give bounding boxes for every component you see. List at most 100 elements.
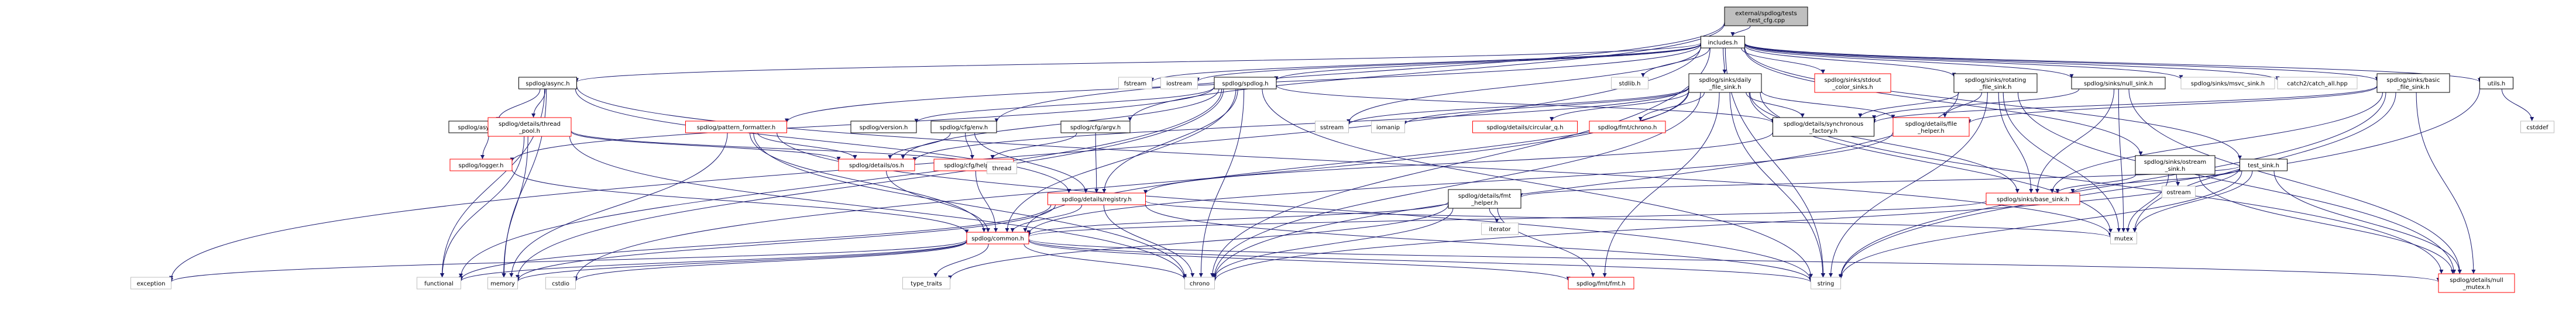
node-box [417, 277, 461, 290]
node-stdout-color-sinks[interactable]: spdlog/sinks/stdout_color_sinks.h [1814, 73, 1891, 93]
node-box [2071, 77, 2166, 90]
node-label: external/spdlog/tests [1735, 11, 1797, 17]
node-box [2162, 185, 2196, 198]
node-label: spdlog/fmt/fmt.h [1576, 281, 1626, 287]
node-utils[interactable]: utils.h [2479, 77, 2513, 90]
edge-utils-to-string [1839, 88, 2480, 279]
node-ostream: ostream [2162, 185, 2196, 198]
node-null-mutex[interactable]: spdlog/details/null_mutex.h [2438, 273, 2515, 293]
node-test-sink[interactable]: test_sink.h [2240, 159, 2288, 171]
node-box [1701, 36, 1745, 49]
node-box [2110, 232, 2137, 245]
edge-pattern-formatter-to-details-os [757, 132, 857, 160]
node-box [1953, 73, 2038, 93]
edge-common-to-chrono [1023, 243, 1187, 280]
node-box [1773, 117, 1874, 137]
node-label: spdlog/spdlog.h [1222, 81, 1268, 87]
node-label: sstream [1320, 125, 1344, 131]
node-thread-pool[interactable]: spdlog/details/thread_pool.h [487, 117, 572, 137]
edge-spdlog-async-to-thread-pool [531, 88, 546, 118]
edge-spdlog-spdlog-to-common [1005, 88, 1237, 233]
node-label: exception [137, 281, 166, 287]
node-label: spdlog/sinks/ostream [2144, 159, 2206, 166]
edge-test-sink-to-null-mutex [2273, 170, 2462, 274]
node-null-sink[interactable]: spdlog/sinks/null_sink.h [2071, 77, 2166, 90]
node-circular-q[interactable]: spdlog/details/circular_q.h [1472, 121, 1578, 133]
node-iterator: iterator [1481, 222, 1519, 235]
node-label: spdlog/pattern_formatter.h [697, 125, 775, 131]
node-label: string [1818, 281, 1835, 287]
node-label: iomanip [1376, 125, 1400, 131]
node-ostream-sink[interactable]: spdlog/sinks/ostream_sink.h [2135, 155, 2216, 175]
node-version[interactable]: spdlog/version.h [850, 121, 917, 133]
node-box [1214, 77, 1277, 90]
edge-includes-to-test-sink [1744, 47, 2242, 160]
node-label: _pool.h [518, 128, 540, 135]
node-base-sink[interactable]: spdlog/sinks/base_sink.h [1986, 192, 2080, 205]
edge-includes-to-sstream [1347, 47, 1701, 123]
edge-common-to-exception [169, 239, 967, 283]
node-cfg-argv[interactable]: spdlog/cfg/argv.h [1060, 121, 1131, 133]
edge-pattern-formatter-to-chrono [753, 132, 1187, 278]
edge-ostream-sink-to-null-mutex [2199, 174, 2455, 274]
node-label: spdlog/details/null [2450, 277, 2503, 284]
edge-spdlog-async-to-functional [439, 88, 545, 278]
node-cstddef: cstddef [2520, 121, 2554, 133]
node-label: _sink.h [2165, 166, 2186, 173]
node-label: _file_sink.h [1709, 84, 1742, 91]
edge-fmt-helper-to-chrono [1213, 208, 1454, 279]
node-basic-file-sink[interactable]: spdlog/sinks/basic_file_sink.h [2376, 73, 2450, 93]
node-fmt-fmt[interactable]: spdlog/fmt/fmt.h [1568, 277, 1634, 290]
edge-daily-file-sink-to-circular-q [1550, 91, 1689, 122]
edge-details-os-to-common [886, 170, 990, 233]
node-functional: functional [417, 277, 461, 290]
node-rotating-file-sink[interactable]: spdlog/sinks/rotating_file_sink.h [1953, 73, 2038, 93]
node-box [1371, 121, 1405, 133]
node-synchronous-factory[interactable]: spdlog/details/synchronous_factory.h [1773, 117, 1874, 137]
node-label: spdlog/cfg/argv.h [1070, 125, 1121, 131]
edge-daily-file-sink-to-iomanip [1403, 87, 1689, 125]
node-label: /test_cfg.cpp [1747, 18, 1785, 24]
node-label: _helper.h [1471, 200, 1497, 206]
edge-spdlog-spdlog-to-synchronous-factory [1276, 85, 1775, 123]
node-file-helper[interactable]: spdlog/details/file_helper.h [1892, 117, 1970, 137]
node-fmt-helper[interactable]: spdlog/details/fmt_helper.h [1448, 189, 1521, 209]
node-logger[interactable]: spdlog/logger.h [449, 159, 513, 171]
node-registry[interactable]: spdlog/details/registry.h [1047, 192, 1146, 205]
node-box [2479, 77, 2513, 90]
edge-ostream-sink-to-mutex [2125, 174, 2169, 233]
node-root[interactable]: external/spdlog/tests/test_cfg.cpp [1724, 6, 1808, 26]
node-spdlog-async[interactable]: spdlog/async.h [518, 77, 577, 90]
edge-daily-file-sink-to-file-helper [1761, 91, 1895, 119]
node-fmt-chrono[interactable]: spdlog/fmt/chrono.h [1589, 121, 1666, 133]
edge-includes-to-msvc-sink [1744, 43, 2183, 80]
edge-ostream-sink-to-ostream [2176, 174, 2180, 187]
node-spdlog-spdlog[interactable]: spdlog/spdlog.h [1214, 77, 1277, 90]
node-common[interactable]: spdlog/common.h [966, 232, 1029, 245]
node-pattern-formatter[interactable]: spdlog/pattern_formatter.h [685, 121, 787, 133]
node-label: _file_sink.h [2397, 84, 2430, 91]
edge-common-to-fmt-fmt [1028, 240, 1571, 281]
node-daily-file-sink[interactable]: spdlog/sinks/daily_file_sink.h [1688, 73, 1762, 93]
node-box [1814, 73, 1891, 93]
edge-fmt-helper-to-fmt-fmt [1497, 208, 1595, 278]
edge-cfg-helpers-to-common [975, 170, 998, 233]
node-msvc-sink: spdlog/sinks/msvc_sink.h [2180, 77, 2275, 90]
edge-basic-file-sink-to-null-mutex [2416, 92, 2476, 274]
edge-common-to-null-mutex [1028, 239, 2441, 283]
node-box [1986, 192, 2080, 205]
node-label: spdlog/cfg/helpers.h [944, 163, 1004, 169]
node-label: spdlog/sinks/base_sink.h [1997, 197, 2069, 203]
edge-rotating-file-sink-to-mutex [2003, 92, 2121, 233]
node-box [487, 117, 572, 137]
node-includes[interactable]: includes.h [1701, 36, 1745, 49]
edge-ostream-sink-to-base-sink [2055, 174, 2137, 194]
node-label: spdlog/sinks/null_sink.h [2084, 81, 2153, 87]
node-details-os[interactable]: spdlog/details/os.h [838, 159, 915, 171]
node-thread: thread [987, 161, 1017, 174]
edge-registry-to-memory [516, 204, 1056, 281]
edge-thread-pool-to-functional [440, 136, 525, 278]
node-cfg-env[interactable]: spdlog/cfg/env.h [930, 121, 997, 133]
node-label: cstdio [552, 281, 569, 287]
node-box [449, 159, 513, 171]
